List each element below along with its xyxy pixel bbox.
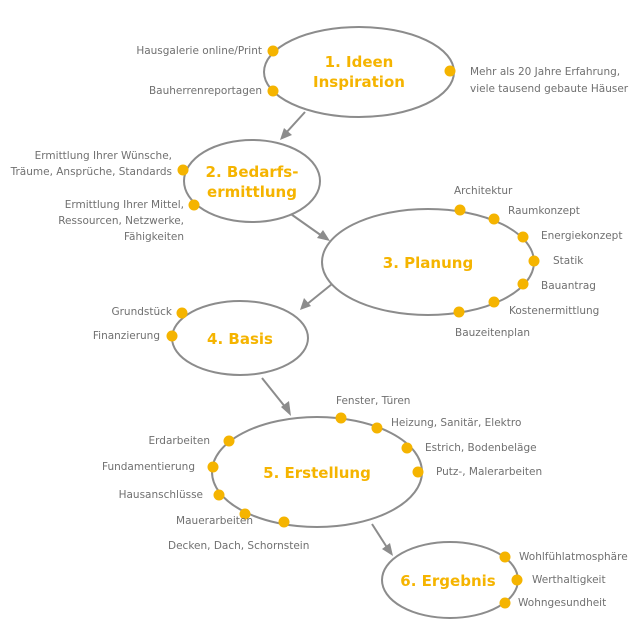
stage-6-dot-1 [499,551,511,563]
stage-3-dot-7 [453,306,465,318]
stage-1-dot-3 [444,65,456,77]
stage-4-item-1: Grundstück [111,306,172,318]
stage-6-dot-3 [499,597,511,609]
stage-3-item-4: Statik [553,255,584,267]
stage-5-dot-8 [239,508,251,520]
stage-3-dot-1 [454,204,466,216]
arrow-5-to-6 [371,523,393,556]
arrow-3-to-4 [300,283,333,310]
stage-2-item-2a: Ermittlung Ihrer Mittel, [65,199,184,211]
stage-1-item-3a: Mehr als 20 Jahre Erfahrung, [470,66,620,78]
stage-3-item-1: Architektur [454,185,513,197]
stage-6-dot-2 [511,574,523,586]
stage-4-basis: 4. Basis Grundstück Finanzierung [93,300,309,376]
stage-3-dot-6 [488,296,500,308]
stage-2-item-2b: Ressourcen, Netzwerke, [58,215,184,227]
stage-4-dot-1 [176,307,188,319]
stage-3-dot-5 [517,278,529,290]
stage-1-item-1: Hausgalerie online/Print [136,45,262,57]
stage-5-title: 5. Erstellung [263,464,371,482]
stage-4-dot-2 [166,330,178,342]
stage-5-dot-1 [335,412,347,424]
arrow-4-to-5 [261,377,291,416]
stage-5-item-3: Estrich, Bodenbeläge [425,442,537,454]
stage-1-item-3b: viele tausend gebaute Häuser [470,83,629,95]
stage-5-dot-4 [412,466,424,478]
stage-2-item-2c: Fähigkeiten [124,231,184,243]
stage-3-dot-4 [528,255,540,267]
connector-arrows [261,111,393,556]
stage-5-dot-6 [207,461,219,473]
stage-1-ideen: 1. Ideen Inspiration Hausgalerie online/… [136,26,629,118]
stage-2-dot-2 [188,199,200,211]
stage-2-item-1b: Träume, Ansprüche, Standards [10,166,172,178]
stage-1-title-line-2: Inspiration [313,73,405,91]
stage-5-dot-9 [278,516,290,528]
arrow-1-to-2 [280,111,306,140]
stage-3-title: 3. Planung [383,254,473,272]
stage-3-item-2: Raumkonzept [508,205,580,217]
stage-5-dot-5 [223,435,235,447]
stage-3-item-5: Bauantrag [541,280,596,292]
stage-5-item-4: Putz-, Malerarbeiten [436,466,542,478]
stage-5-erstellung: 5. Erstellung Fenster, Türen Heizung, Sa… [102,395,542,552]
stage-6-item-3: Wohngesundheit [518,597,606,609]
stage-4-item-2: Finanzierung [93,330,160,342]
stage-3-item-3: Energiekonzept [541,230,622,242]
stage-3-dot-2 [488,213,500,225]
stage-5-dot-7 [213,489,225,501]
stage-3-item-7: Bauzeitenplan [455,327,530,339]
arrow-2-to-3 [287,211,330,241]
stage-2-ellipse [183,139,321,223]
stage-5-item-2: Heizung, Sanitär, Elektro [391,417,521,429]
stage-1-dot-2 [267,85,279,97]
stage-5-dot-2 [371,422,383,434]
stage-5-item-5: Erdarbeiten [149,435,210,447]
stage-4-title: 4. Basis [207,330,273,348]
stage-5-item-7: Hausanschlüsse [119,489,203,501]
stage-3-planung: 3. Planung Architektur Raumkonzept Energ… [321,185,622,339]
stage-5-item-8: Mauerarbeiten [176,515,253,527]
stage-3-dot-3 [517,231,529,243]
stage-2-bedarfsermittlung: 2. Bedarfs- ermittlung Ermittlung Ihrer … [10,139,321,243]
stage-1-item-2: Bauherrenreportagen [149,85,262,97]
stage-2-title-line-2: ermittlung [207,183,297,201]
stage-5-item-6: Fundamentierung [102,461,195,473]
stage-6-ergebnis: 6. Ergebnis Wohlfühlatmosphäre Werthalti… [381,541,628,619]
stage-3-item-6: Kostenermittlung [509,305,599,317]
stage-2-dot-1 [177,164,189,176]
stage-5-item-9: Decken, Dach, Schornstein [168,540,309,552]
stage-2-item-1a: Ermittlung Ihrer Wünsche, [35,150,172,162]
stage-1-dot-1 [267,45,279,57]
stage-1-ellipse [263,26,455,118]
stage-6-item-1: Wohlfühlatmosphäre [519,551,628,563]
stage-1-title-line-1: 1. Ideen [325,53,394,71]
stage-5-dot-3 [401,442,413,454]
stage-6-item-2: Werthaltigkeit [532,574,606,586]
stage-6-title: 6. Ergebnis [400,572,495,590]
stage-5-item-1: Fenster, Türen [336,395,410,407]
stage-2-title-line-1: 2. Bedarfs- [206,163,299,181]
